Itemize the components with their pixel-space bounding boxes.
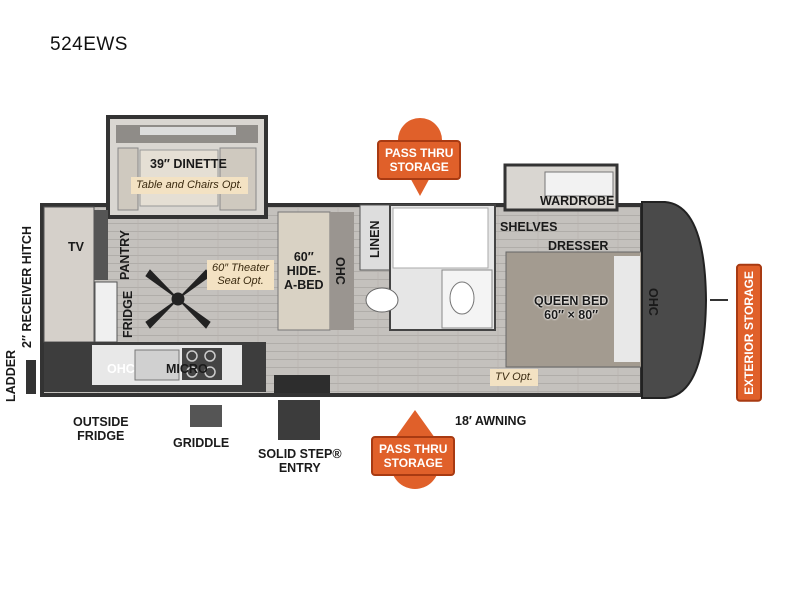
ohc-front-label: OHC (646, 288, 660, 316)
theater-seat-option-label: 60″ Theater Seat Opt. (207, 260, 275, 290)
queen-bed-label: QUEEN BED 60″ × 80″ (534, 294, 609, 322)
model-name: 524EWS (50, 34, 128, 55)
pass-thru-storage-bottom: PASS THRU STORAGE (371, 436, 456, 476)
hide-a-bed-label: 60″ HIDE- A-BED (284, 250, 324, 292)
pantry-label: PANTRY (118, 230, 132, 280)
solid-step-entry-label: SOLID STEP® ENTRY (258, 447, 342, 475)
shower (392, 207, 489, 269)
dresser-label: DRESSER (548, 239, 609, 253)
tv-label: TV (68, 240, 84, 254)
outside-fridge-label: OUTSIDE FRIDGE (73, 415, 129, 443)
rear-cabinet (43, 206, 95, 343)
linen-label: LINEN (368, 220, 382, 259)
wardrobe-label: WARDROBE (540, 194, 615, 208)
fridge-label: FRIDGE (121, 290, 135, 338)
micro-label: MICRO (166, 362, 208, 376)
hide-a-bed (277, 211, 331, 331)
pass-thru-storage-top: PASS THRU STORAGE (377, 140, 462, 180)
receiver-hitch-label: 2″ RECEIVER HITCH (20, 226, 34, 348)
griddle-label: GRIDDLE (173, 436, 230, 450)
shelves-label: SHELVES (500, 220, 558, 234)
fridge (94, 281, 118, 343)
table-option-label: Table and Chairs Opt. (131, 177, 248, 194)
ohc-sofa-label: OHC (333, 257, 347, 285)
theater-seat-symbol (145, 269, 211, 329)
griddle (190, 405, 222, 427)
awning-label: 18′ AWNING (455, 414, 527, 428)
toilet (365, 287, 399, 313)
ladder (26, 360, 36, 394)
exterior-storage-badge: EXTERIOR STORAGE (736, 264, 762, 402)
front-cap (641, 201, 708, 399)
ohc-kitchen-label: OHC (107, 362, 135, 376)
entry-step (278, 400, 320, 440)
ladder-label: LADDER (4, 349, 18, 402)
linen-closet (359, 204, 391, 271)
dinette-label: 39″ DINETTE (150, 157, 227, 171)
tv-option-label: TV Opt. (490, 369, 538, 386)
pantry (94, 210, 108, 280)
